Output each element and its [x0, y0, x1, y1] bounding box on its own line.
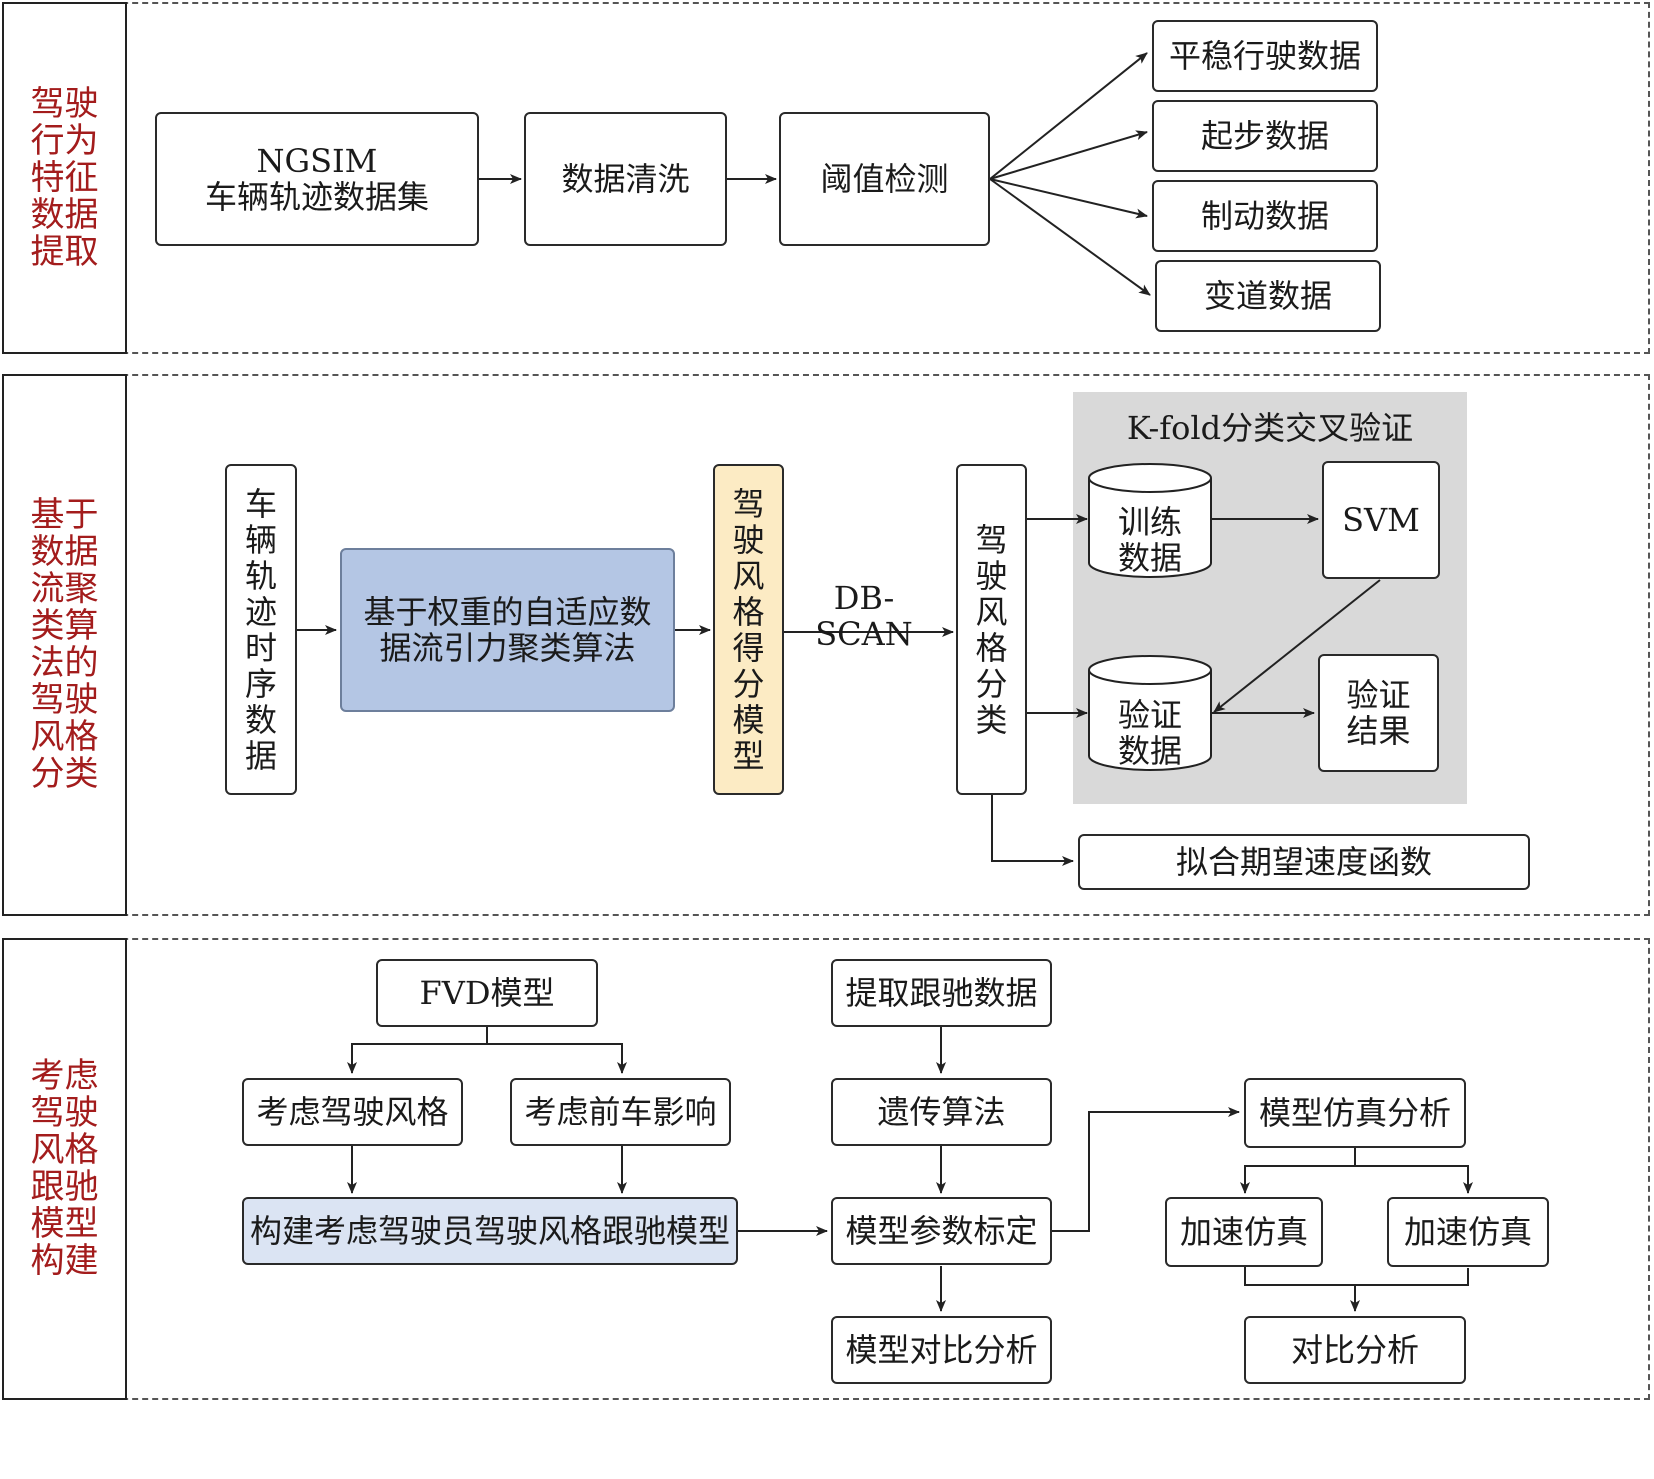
extract-following-box: 提取跟驰数据: [831, 959, 1052, 1027]
calibration-box: 模型参数标定: [831, 1197, 1052, 1265]
line-sim-split-right: [1355, 1165, 1473, 1194]
classify-text: 驾驶风格分类: [975, 520, 1008, 739]
verify-data-label: 验证 数据: [1117, 696, 1182, 770]
train-data-label: 训练 数据: [1117, 503, 1182, 577]
accel-sim-1-box: 加速仿真: [1165, 1197, 1323, 1267]
accel-sim-2-box: 加速仿真: [1387, 1197, 1549, 1267]
clean-box: 数据清洗: [524, 112, 727, 246]
section-1-label: 驾驶行为特征数据提取: [2, 2, 127, 354]
kfold-title: K-fold分类交叉验证: [1126, 409, 1414, 447]
compare-box: 对比分析: [1244, 1316, 1466, 1384]
consider-front-box: 考虑前车影响: [510, 1078, 731, 1146]
simulation-box: 模型仿真分析: [1244, 1078, 1466, 1148]
fvd-box: FVD模型: [376, 959, 598, 1027]
arrow-classify-fit: [991, 795, 1074, 866]
result-box: 验证 结果: [1318, 654, 1439, 772]
build-model-box: 构建考虑驾驶员驾驶风格跟驰模型: [242, 1197, 738, 1265]
consider-style-box: 考虑驾驶风格: [242, 1078, 463, 1146]
classify-box: 驾驶风格分类: [956, 464, 1027, 795]
line-sim-split: [1240, 1148, 1356, 1194]
verify-cylinder: [1088, 655, 1212, 771]
lane-change-data-box: 变道数据: [1155, 260, 1381, 332]
genetic-algorithm-box: 遗传算法: [831, 1078, 1052, 1146]
threshold-box: 阈值检测: [779, 112, 990, 246]
start-data-box: 起步数据: [1152, 100, 1378, 172]
train-cylinder: [1088, 463, 1212, 578]
algorithm-box: 基于权重的自适应数 据流引力聚类算法: [340, 548, 675, 712]
model-compare-box: 模型对比分析: [831, 1316, 1052, 1384]
ngsim-box: NGSIM 车辆轨迹数据集: [155, 112, 479, 246]
section-3-label-text: 考虑驾驶风格跟驰模型构建: [30, 1056, 99, 1281]
section-2-label: 基于数据流聚类算法的驾驶风格分类: [2, 374, 127, 916]
timeseries-box: 车辆轨迹时序数据: [225, 464, 297, 795]
line-fvd-split: [347, 1027, 488, 1074]
fit-speed-box: 拟合期望速度函数: [1078, 834, 1530, 890]
arrow-to-brake: [989, 178, 1148, 219]
arrow-calib-sim: [1052, 1107, 1240, 1232]
section-3-label: 考虑驾驶风格跟驰模型构建: [2, 938, 127, 1400]
brake-data-box: 制动数据: [1152, 180, 1378, 252]
score-model-box: 驾驶风格得分模型: [713, 464, 784, 795]
arrow-to-lane: [989, 178, 1151, 296]
score-model-text: 驾驶风格得分模型: [732, 484, 765, 775]
section-2-label-text: 基于数据流聚类算法的驾驶风格分类: [30, 495, 99, 794]
arrow-to-start: [989, 130, 1148, 180]
line-fvd-split-right: [487, 1043, 627, 1074]
section-1-label-text: 驾驶行为特征数据提取: [30, 83, 99, 272]
line-accel-merge: [1244, 1266, 1469, 1286]
timeseries-text: 车辆轨迹时序数据: [244, 484, 277, 775]
svm-box: SVM: [1322, 461, 1440, 579]
smooth-data-box: 平稳行驶数据: [1152, 20, 1378, 92]
dbscan-label: DB-SCAN: [815, 579, 913, 653]
arrow-to-smooth: [989, 52, 1148, 180]
arrow-svm-verify: [1213, 579, 1381, 713]
